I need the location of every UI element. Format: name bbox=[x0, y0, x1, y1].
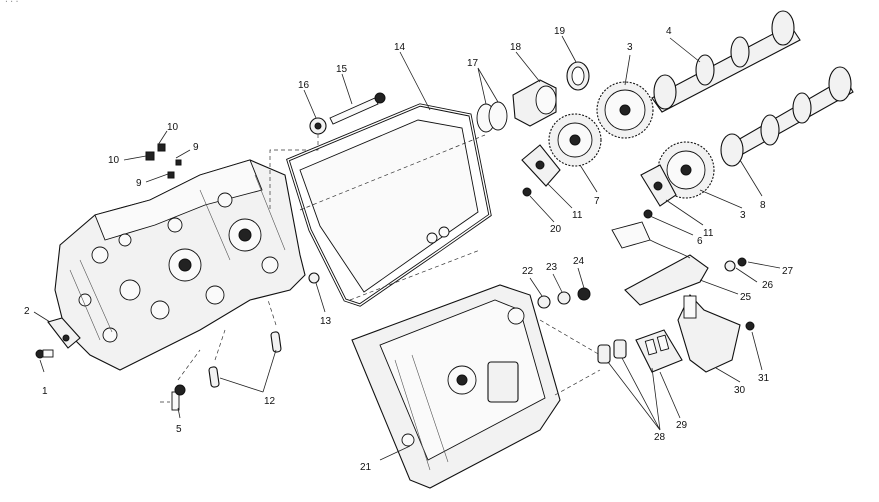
callout-9-upper: 9 bbox=[193, 142, 199, 153]
callout-2: 2 bbox=[24, 306, 30, 317]
callout-25: 25 bbox=[740, 292, 752, 303]
washer-part-16[interactable] bbox=[309, 117, 327, 135]
callout-27: 27 bbox=[782, 266, 794, 277]
stud-part-15[interactable] bbox=[329, 92, 386, 125]
callout-1: 1 bbox=[42, 386, 48, 397]
fitting-part-9[interactable] bbox=[167, 159, 182, 179]
callout-30: 30 bbox=[734, 385, 746, 396]
dowel-pin-part-12[interactable] bbox=[208, 331, 282, 388]
callout-3-lower: 3 bbox=[740, 210, 746, 221]
fitting-part-24[interactable] bbox=[577, 287, 591, 301]
valve-cover-gasket-part-14[interactable] bbox=[286, 103, 492, 307]
bolt-part-5[interactable] bbox=[171, 384, 186, 411]
timing-cover-part-21[interactable] bbox=[351, 284, 561, 489]
washer-part-23[interactable] bbox=[557, 291, 571, 305]
callout-20: 20 bbox=[550, 224, 562, 235]
callout-10-left: 10 bbox=[108, 155, 120, 166]
camshaft-part-4[interactable] bbox=[651, 10, 801, 113]
leader-lines bbox=[33, 35, 781, 461]
ring-part-19[interactable] bbox=[566, 61, 590, 91]
callout-18: 18 bbox=[510, 42, 522, 53]
callout-26-a: 26 bbox=[762, 280, 774, 291]
callout-4: 4 bbox=[666, 26, 672, 37]
bolt-part-6-small[interactable] bbox=[643, 209, 653, 219]
gear-part-7[interactable] bbox=[548, 113, 602, 167]
callout-10-upper: 10 bbox=[167, 122, 179, 133]
plate-part-11-right[interactable] bbox=[640, 164, 677, 207]
bolt-part-20[interactable] bbox=[522, 187, 532, 197]
callout-19: 19 bbox=[554, 26, 566, 37]
fitting-part-10[interactable] bbox=[145, 143, 166, 161]
camshaft-part-8[interactable] bbox=[720, 66, 854, 167]
callout-5: 5 bbox=[176, 424, 182, 435]
camshaft-gear-part-3-lower[interactable] bbox=[657, 141, 715, 199]
o-ring-part-17[interactable] bbox=[476, 101, 508, 133]
cylinder-head[interactable] bbox=[54, 159, 306, 371]
callout-21: 21 bbox=[360, 462, 372, 473]
callout-9-lower: 9 bbox=[136, 178, 142, 189]
filter-part-29[interactable] bbox=[635, 329, 683, 373]
callout-17: 17 bbox=[467, 58, 479, 69]
callout-22: 22 bbox=[522, 266, 534, 277]
callout-24: 24 bbox=[573, 256, 585, 267]
bolt-part-1[interactable] bbox=[35, 349, 54, 359]
cover-part-30[interactable] bbox=[677, 294, 741, 373]
washer-part-26[interactable] bbox=[724, 260, 736, 272]
plate-part-11-left[interactable] bbox=[521, 144, 561, 187]
seal-part-18[interactable] bbox=[512, 79, 557, 127]
callout-11-right: 11 bbox=[703, 228, 714, 239]
callout-14: 14 bbox=[394, 42, 406, 53]
callout-6: 6 bbox=[697, 236, 703, 247]
callout-3-upper: 3 bbox=[627, 42, 633, 53]
camshaft-gear-part-3-upper[interactable] bbox=[596, 81, 654, 139]
callout-15: 15 bbox=[336, 64, 348, 75]
callout-31: 31 bbox=[758, 373, 770, 384]
callout-13: 13 bbox=[320, 316, 332, 327]
grommet-part-13[interactable] bbox=[308, 272, 320, 284]
bolt-part-27[interactable] bbox=[737, 257, 747, 267]
callout-8: 8 bbox=[760, 200, 766, 211]
header-code: ... bbox=[4, 0, 20, 5]
callout-23: 23 bbox=[546, 262, 558, 273]
callout-7: 7 bbox=[594, 196, 600, 207]
callout-labels: 1 2 3 3 4 5 6 7 8 9 9 10 10 11 11 12 13 … bbox=[24, 26, 794, 473]
callout-29: 29 bbox=[676, 420, 688, 431]
callout-16: 16 bbox=[298, 80, 310, 91]
plugs-part-28[interactable] bbox=[597, 339, 627, 364]
washer-part-22[interactable] bbox=[537, 295, 551, 309]
bracket-part-2[interactable] bbox=[47, 317, 81, 349]
bolt-part-31[interactable] bbox=[745, 321, 755, 331]
callout-12: 12 bbox=[264, 396, 276, 407]
callout-28: 28 bbox=[654, 432, 666, 443]
sensor-part-25[interactable] bbox=[611, 221, 709, 306]
callout-11-left: 11 bbox=[572, 210, 583, 221]
